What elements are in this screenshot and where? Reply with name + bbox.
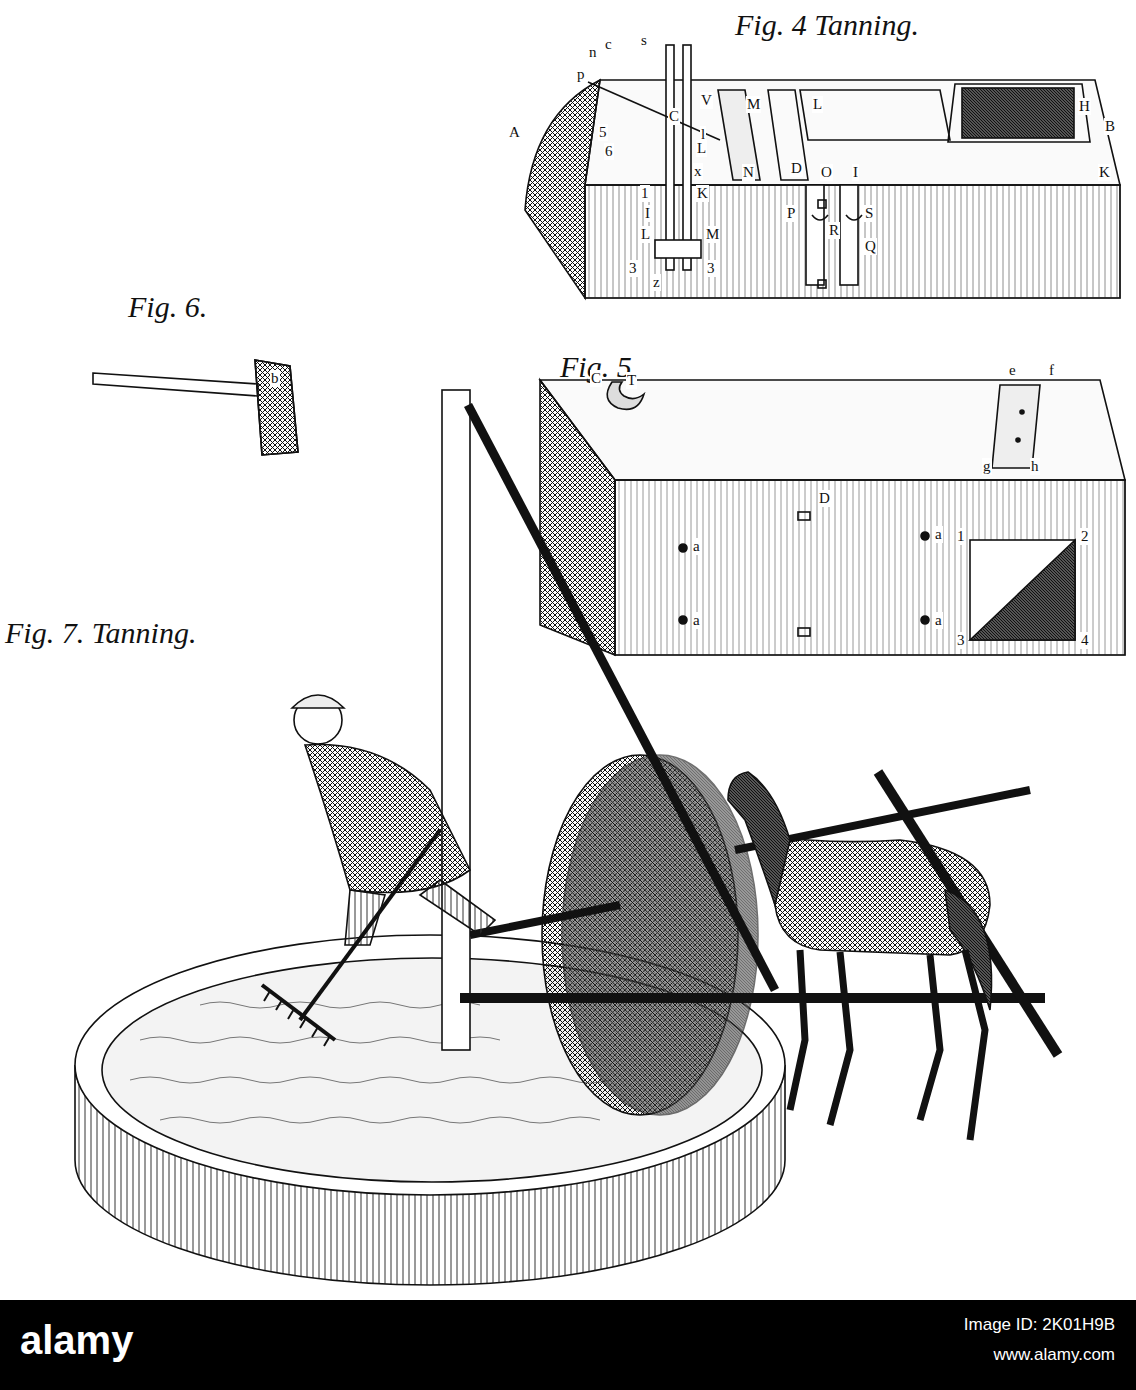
part-letter: 1	[956, 528, 966, 545]
watermark-text: Image ID: 2K01H9B	[964, 1316, 1115, 1335]
part-letter: c	[604, 36, 613, 53]
part-letter: R	[828, 222, 840, 239]
figure-title: Fig. 6.	[128, 290, 207, 323]
part-letter: T	[626, 372, 637, 389]
watermark-text: www.alamy.com	[993, 1346, 1115, 1365]
part-letter: n	[588, 44, 598, 61]
part-letter: A	[508, 124, 521, 141]
part-letter: C	[668, 108, 680, 125]
part-letter: I	[644, 205, 651, 222]
figure-title: Fig. 7. Tanning.	[5, 616, 196, 649]
part-letter: L	[640, 226, 651, 243]
part-letter: V	[700, 92, 713, 109]
figure-title: Fig. 4 Tanning.	[735, 8, 919, 41]
part-letter: I	[852, 164, 859, 181]
part-letter: M	[705, 226, 720, 243]
part-letter: 3	[706, 260, 716, 277]
part-letter: a	[934, 526, 943, 543]
part-letter: B	[1104, 118, 1116, 135]
part-letter: 5	[598, 124, 608, 141]
part-letter: C	[590, 370, 602, 387]
part-letter: 3	[628, 260, 638, 277]
part-letter: 1	[640, 185, 650, 202]
watermark-logo: alamy	[20, 1318, 133, 1362]
part-letter: D	[818, 490, 831, 507]
part-letter: e	[1008, 362, 1017, 379]
part-letter: Q	[864, 238, 877, 255]
part-letter: 2	[1080, 528, 1090, 545]
part-letter: a	[692, 612, 701, 629]
part-letter: L	[812, 96, 823, 113]
part-letter: L	[696, 140, 707, 157]
part-letter: a	[934, 612, 943, 629]
part-letter: N	[742, 164, 755, 181]
part-letter: O	[820, 164, 833, 181]
part-letter: D	[790, 160, 803, 177]
part-letter: p	[576, 66, 586, 83]
part-letter: M	[746, 96, 761, 113]
part-letter: P	[786, 205, 796, 222]
part-letter: 6	[604, 143, 614, 160]
part-letter: h	[1030, 458, 1040, 475]
part-letter: a	[692, 538, 701, 555]
part-letter: z	[652, 274, 661, 291]
part-letter: x	[693, 163, 703, 180]
part-letter: s	[640, 32, 648, 49]
part-letter: S	[864, 205, 874, 222]
part-letter: b	[270, 370, 280, 387]
part-letter: K	[1098, 164, 1111, 181]
part-letter: g	[982, 458, 992, 475]
part-letter: 4	[1080, 632, 1090, 649]
part-letter: K	[696, 185, 709, 202]
part-letter: 3	[956, 632, 966, 649]
part-letter: H	[1078, 98, 1091, 115]
part-letter: f	[1048, 362, 1055, 379]
